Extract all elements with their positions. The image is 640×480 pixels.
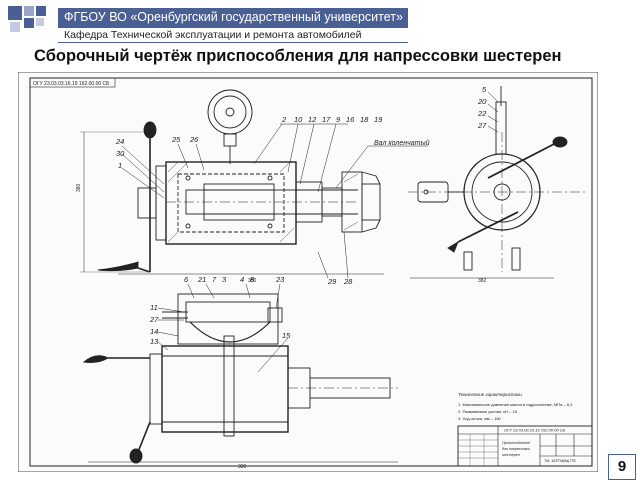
svg-text:18: 18: [360, 115, 369, 124]
tech-line: 3. Ход штока, мм – 160: [458, 416, 502, 421]
tech-title: Технические характеристики: [458, 392, 522, 397]
svg-text:14: 14: [150, 327, 158, 336]
svg-text:21: 21: [197, 275, 206, 284]
svg-text:23: 23: [275, 275, 285, 284]
svg-text:17: 17: [322, 115, 331, 124]
part-numbers-top: 2 10 12 17 9 16 18 19 24 30 1 25 26 29 2…: [115, 115, 383, 286]
svg-text:12: 12: [308, 115, 317, 124]
lower-view: [82, 283, 398, 464]
svg-text:25: 25: [171, 135, 181, 144]
doc-code: ОГУ 23.03.03.16.19 162.00.00 СБ: [504, 428, 566, 433]
side-view: [408, 86, 588, 279]
doc-title-line: для напрессовки: [502, 447, 530, 451]
dim-width-right: 382: [478, 278, 487, 284]
svg-text:29: 29: [327, 277, 337, 286]
svg-text:10: 10: [294, 115, 303, 124]
svg-text:15: 15: [282, 331, 291, 340]
header-title: ФГБОУ ВО «Оренбургский государственный у…: [64, 10, 403, 24]
dim-width-bottom: 336: [238, 464, 247, 470]
tech-line: 2. Развиваемое усилие, кН – 15: [458, 409, 518, 414]
svg-text:22: 22: [477, 109, 487, 118]
page-number: 9: [608, 454, 636, 480]
assembly-drawing: ОГУ 23.03.03.16.19 162.00.00 СБ: [18, 72, 598, 472]
title-block: [457, 425, 593, 467]
svg-text:28: 28: [343, 277, 353, 286]
svg-text:26: 26: [189, 135, 199, 144]
svg-text:20: 20: [477, 97, 487, 106]
decor-square: [36, 18, 44, 26]
svg-text:13: 13: [150, 337, 159, 346]
svg-text:24: 24: [115, 137, 124, 146]
header-bar: [58, 8, 408, 28]
decor-square: [24, 18, 34, 28]
svg-text:19: 19: [374, 115, 383, 124]
svg-text:7: 7: [212, 275, 217, 284]
tech-line: 1. Максимальное давление масла в гидроси…: [458, 402, 573, 407]
doc-group: ТМ, 16ЭТМ(ба)77Б: [544, 459, 576, 463]
header-subtitle: Кафедра Технической эксплуатации и ремон…: [64, 29, 362, 41]
stamp-top: ОГУ 23.03.03.16.19 162.00.00 СБ: [33, 81, 110, 87]
header-divider: [58, 42, 408, 43]
part-numbers-lower: 6 21 7 3 4 8 23 11 27 14 13 15: [149, 275, 291, 346]
svg-text:8: 8: [250, 275, 255, 284]
svg-text:27: 27: [149, 315, 159, 324]
svg-text:4: 4: [240, 275, 244, 284]
svg-text:11: 11: [150, 303, 158, 312]
decor-square: [8, 6, 22, 20]
svg-text:9: 9: [336, 115, 341, 124]
decor-square: [10, 22, 20, 32]
svg-text:27: 27: [477, 121, 487, 130]
decor-square: [36, 6, 46, 16]
decor-square: [24, 6, 34, 16]
doc-title-line: Приспособление: [502, 441, 530, 445]
svg-text:30: 30: [116, 149, 125, 158]
svg-text:5: 5: [482, 85, 487, 94]
dim-height: 380: [76, 183, 82, 192]
callout-crankshaft: Вал коленчатый: [374, 139, 430, 147]
dim-width-top: 350: [248, 278, 257, 284]
slide-title: Сборочный чертёж приспособления для напр…: [34, 47, 562, 65]
svg-text:1: 1: [118, 161, 122, 170]
svg-text:16: 16: [346, 115, 355, 124]
svg-text:6: 6: [184, 275, 189, 284]
svg-text:2: 2: [281, 115, 287, 124]
svg-text:3: 3: [222, 275, 227, 284]
top-view: [80, 89, 428, 279]
part-numbers-right: 5 20 22 27: [477, 85, 487, 130]
doc-title-line: шестерен: [502, 453, 520, 457]
